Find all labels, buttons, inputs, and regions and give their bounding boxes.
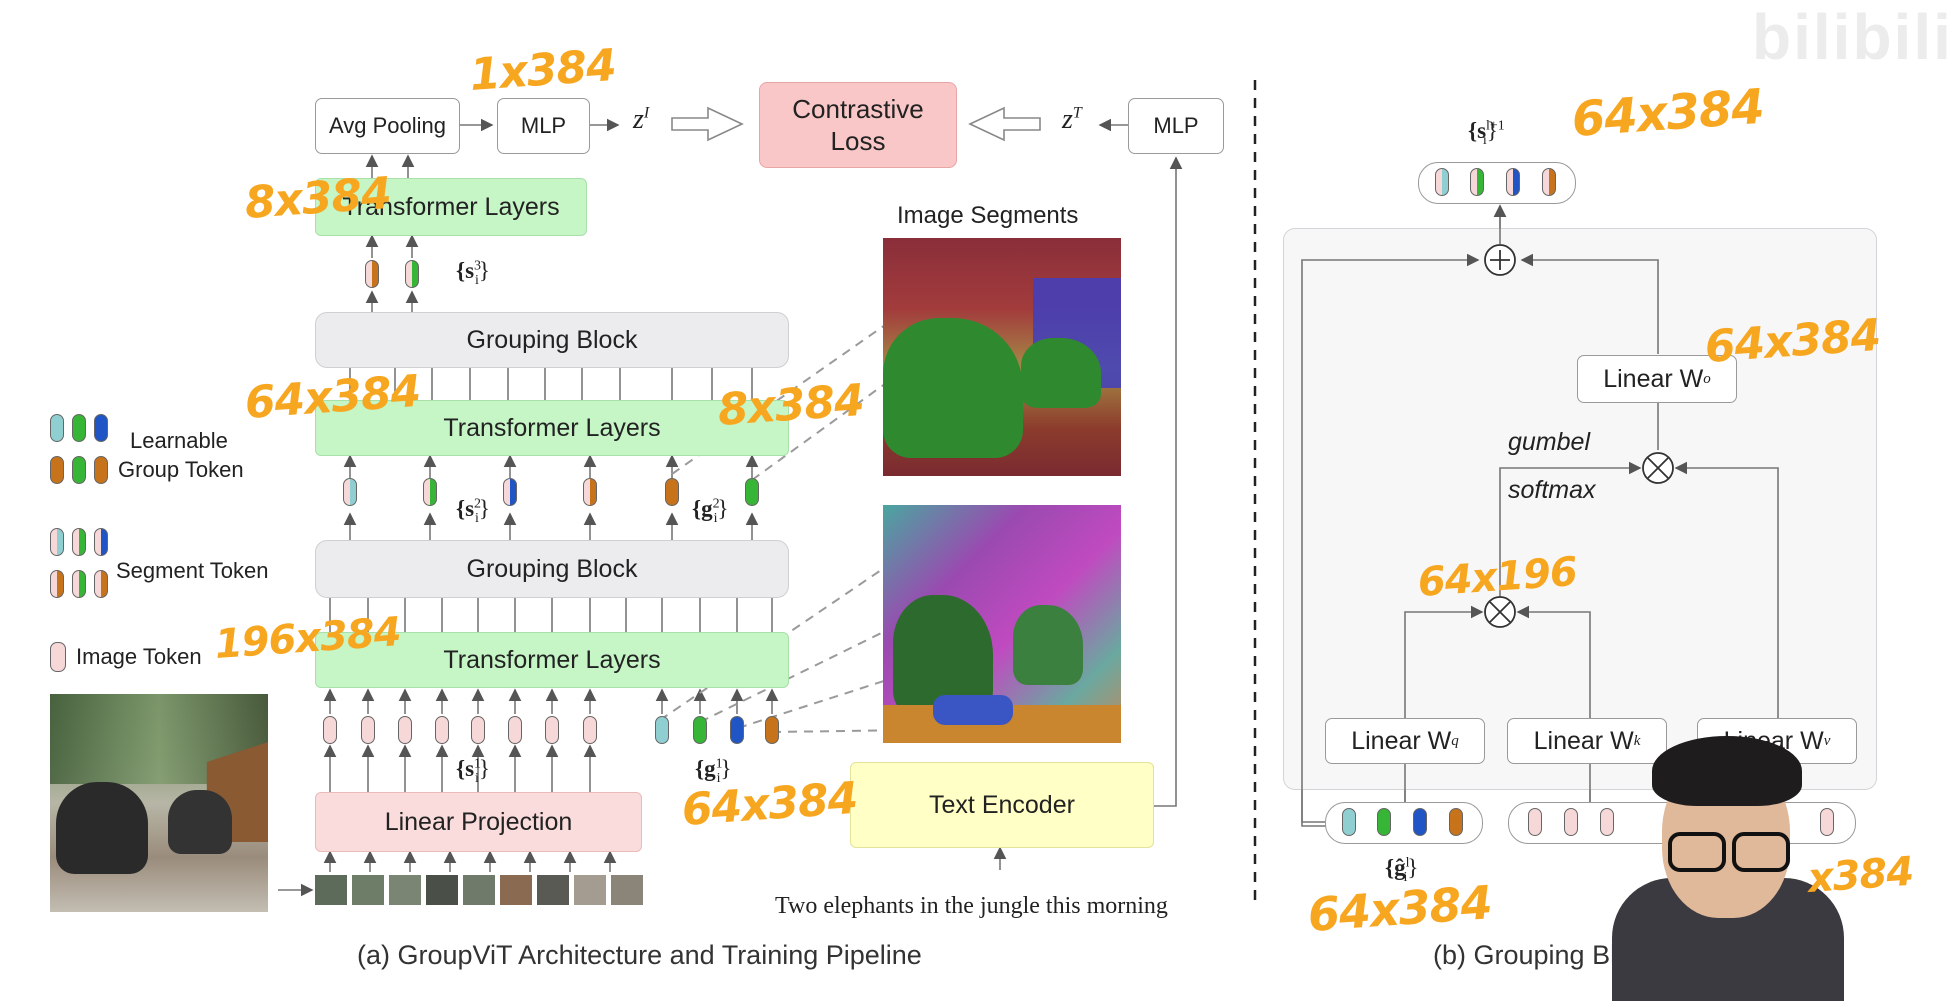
legend-segment-label: Segment Token (116, 558, 269, 583)
segment-token (343, 478, 357, 506)
group-token (693, 716, 707, 744)
input-photo (50, 694, 268, 912)
segment-token (583, 478, 597, 506)
grouping-block-bottom: Grouping Block (315, 540, 789, 598)
transformer-layers-mid: Transformer Layers (315, 400, 789, 456)
glasses-right-icon (1732, 832, 1790, 872)
image-token (1820, 808, 1834, 836)
bilibili-watermark: bilibili (1752, 1, 1949, 73)
g-hat-label: {ĝli} (1385, 855, 1419, 885)
group-token (765, 716, 779, 744)
segment-map-2 (883, 505, 1121, 743)
legend-image-label: Image Token (76, 644, 202, 669)
image-segments-title: Image Segments (897, 202, 1079, 229)
image-token (545, 716, 559, 744)
legend-group-token (50, 456, 64, 484)
s1-label: {s1i} (456, 756, 490, 786)
segment-token (1435, 168, 1449, 196)
legend-group-token (94, 414, 108, 442)
z-text-label: zT (1062, 104, 1082, 135)
image-token (1528, 808, 1542, 836)
grouping-block-top: Grouping Block (315, 312, 789, 368)
group-token (1413, 808, 1427, 836)
legend-segment-token (72, 528, 86, 556)
legend-segment-token (94, 528, 108, 556)
segment-token (365, 260, 379, 288)
image-token (435, 716, 449, 744)
legend-segment-token (50, 528, 64, 556)
mlp-image-box: MLP (497, 98, 590, 154)
group-token (1342, 808, 1356, 836)
group-token (745, 478, 759, 506)
glasses-left-icon (1668, 832, 1726, 872)
segment-token (1506, 168, 1520, 196)
image-patches (315, 875, 645, 905)
legend-group-token (94, 456, 108, 484)
group-token (655, 716, 669, 744)
segment-token (1470, 168, 1484, 196)
image-token (361, 716, 375, 744)
legend-learnable: Learnable (130, 428, 228, 453)
image-token (1564, 808, 1578, 836)
annotation-1x384: 1x384 (468, 39, 618, 101)
caption-text: Two elephants in the jungle this morning (775, 893, 1168, 919)
annotation-b-image: x384 (1806, 848, 1915, 902)
legend-group-token (72, 414, 86, 442)
image-token (583, 716, 597, 744)
text-encoder-box: Text Encoder (850, 762, 1154, 848)
group-token (1449, 808, 1463, 836)
g1-label: {g1i} (695, 756, 732, 786)
s3-label: {s3i} (456, 258, 490, 288)
z-image-label: zI (633, 104, 650, 135)
legend-image-token (50, 642, 66, 672)
annotation-8x384-top: 8x384 (243, 167, 393, 229)
s-next-label: {sl+1i} (1468, 118, 1505, 148)
contrastive-loss-box: Contrastive Loss (759, 82, 957, 168)
avg-pooling-box: Avg Pooling (315, 98, 460, 154)
group-token (1377, 808, 1391, 836)
panel-a-subtitle: (a) GroupViT Architecture and Training P… (357, 940, 922, 970)
presenter-hair (1652, 736, 1802, 806)
segment-map-1 (883, 238, 1121, 476)
segment-token (1542, 168, 1556, 196)
segment-token (503, 478, 517, 506)
segment-token (423, 478, 437, 506)
legend-segment-token (72, 570, 86, 598)
legend-group-token (72, 456, 86, 484)
group-token (665, 478, 679, 506)
segment-token (405, 260, 419, 288)
gumbel-label: gumbel (1508, 428, 1590, 456)
softmax-label: softmax (1508, 476, 1596, 504)
legend-group-token (50, 414, 64, 442)
image-token (398, 716, 412, 744)
image-token (323, 716, 337, 744)
image-token (1600, 808, 1614, 836)
presenter-video (1612, 728, 1844, 1001)
legend-segment-token (94, 570, 108, 598)
mlp-text-box: MLP (1128, 98, 1224, 154)
s2-label: {s2i} (456, 496, 490, 526)
transformer-layers-top: Transformer Layers (315, 178, 587, 236)
transformer-layers-bottom: Transformer Layers (315, 632, 789, 688)
panel-b-subtitle: (b) Grouping Bl (1433, 940, 1617, 970)
g2-label: {g2i} (692, 496, 729, 526)
legend-group-token-label: Group Token (118, 457, 244, 482)
legend-segment-token (50, 570, 64, 598)
linear-projection-box: Linear Projection (315, 792, 642, 852)
group-token (730, 716, 744, 744)
image-token (508, 716, 522, 744)
image-token (471, 716, 485, 744)
annotation-8x384-mid: 8x384 (716, 374, 866, 436)
